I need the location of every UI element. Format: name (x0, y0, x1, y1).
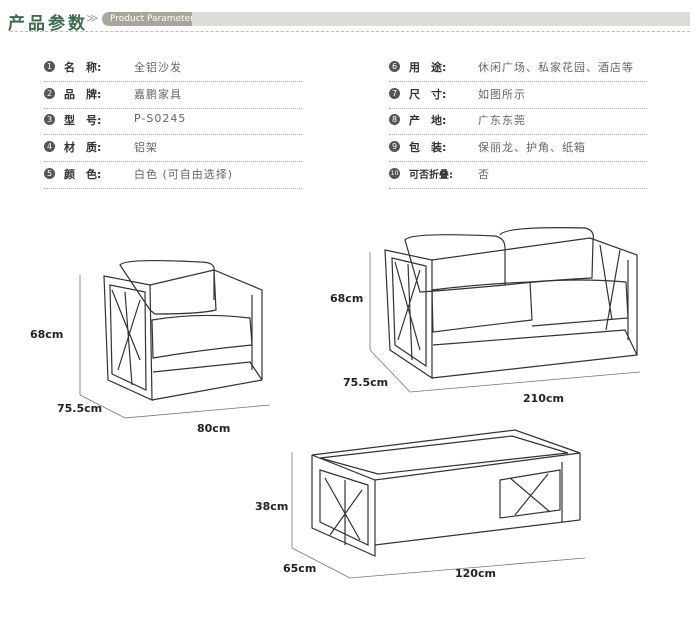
header-bar (192, 12, 690, 26)
param-value: 否 (478, 168, 490, 181)
param-row: 2 品 牌: 嘉鹏家具 (44, 82, 302, 109)
param-label: 包 装: (409, 141, 447, 154)
param-label: 尺 寸: (409, 88, 447, 101)
table-height-label: 38cm (255, 500, 289, 513)
param-row: 7 尺 寸: 如图所示 (389, 82, 647, 109)
chair-height-label: 68cm (30, 328, 64, 341)
number-badge: 10 (389, 168, 400, 179)
param-label: 型 号: (64, 114, 102, 127)
number-badge: 8 (389, 114, 400, 125)
divider (10, 31, 690, 32)
param-value: 休闲广场、私家花园、酒店等 (478, 61, 634, 74)
param-label: 品 牌: (64, 88, 102, 101)
param-label: 名 称: (64, 61, 102, 74)
number-badge: 5 (44, 168, 55, 179)
param-label: 颜 色: (64, 168, 102, 181)
chevron-down-icon: ≫ (86, 11, 99, 25)
number-badge: 9 (389, 141, 400, 152)
param-row: 8 产 地: 广东东莞 (389, 108, 647, 135)
param-row: 4 材 质: 铝架 (44, 135, 302, 162)
number-badge: 6 (389, 61, 400, 72)
chair-depth-label: 75.5cm (57, 402, 103, 415)
chair-width-label: 80cm (197, 422, 231, 435)
number-badge: 4 (44, 141, 55, 152)
param-value: 白色 (可自由选择) (134, 168, 234, 181)
sofa-width-label: 210cm (523, 392, 564, 405)
sofa-drawing (369, 227, 641, 393)
param-row: 5 颜 色: 白色 (可自由选择) (44, 162, 302, 189)
number-badge: 2 (44, 88, 55, 99)
number-badge: 1 (44, 61, 55, 72)
param-label: 材 质: (64, 141, 102, 154)
param-value: 如图所示 (478, 88, 526, 101)
param-row: 1 名 称: 全铝沙发 (44, 55, 302, 82)
param-value: P-S0245 (134, 112, 187, 125)
number-badge: 3 (44, 114, 55, 125)
table-depth-label: 65cm (283, 562, 317, 575)
param-value: 全铝沙发 (134, 61, 182, 74)
param-row: 3 型 号: P-S0245 (44, 108, 302, 135)
param-value: 保丽龙、护角、纸箱 (478, 141, 586, 154)
table-width-label: 120cm (455, 567, 496, 580)
param-row: 10 可否折叠: 否 (389, 162, 647, 189)
param-label: 产 地: (409, 114, 447, 127)
param-value: 铝架 (134, 141, 158, 154)
sofa-depth-label: 75.5cm (343, 376, 389, 389)
param-label: 用 途: (409, 61, 447, 74)
section-subtitle: Product Parameter (102, 12, 202, 26)
param-value: 广东东莞 (478, 114, 526, 127)
param-value: 嘉鹏家具 (134, 88, 182, 101)
param-row: 9 包 装: 保丽龙、护角、纸箱 (389, 135, 647, 162)
param-label: 可否折叠: (409, 170, 453, 181)
param-row: 6 用 途: 休闲广场、私家花园、酒店等 (389, 55, 647, 82)
number-badge: 7 (389, 88, 400, 99)
armchair-drawing (79, 259, 271, 419)
coffee-table-drawing (291, 429, 586, 579)
sofa-height-label: 68cm (330, 292, 364, 305)
section-title: 产品参数 (8, 14, 88, 34)
